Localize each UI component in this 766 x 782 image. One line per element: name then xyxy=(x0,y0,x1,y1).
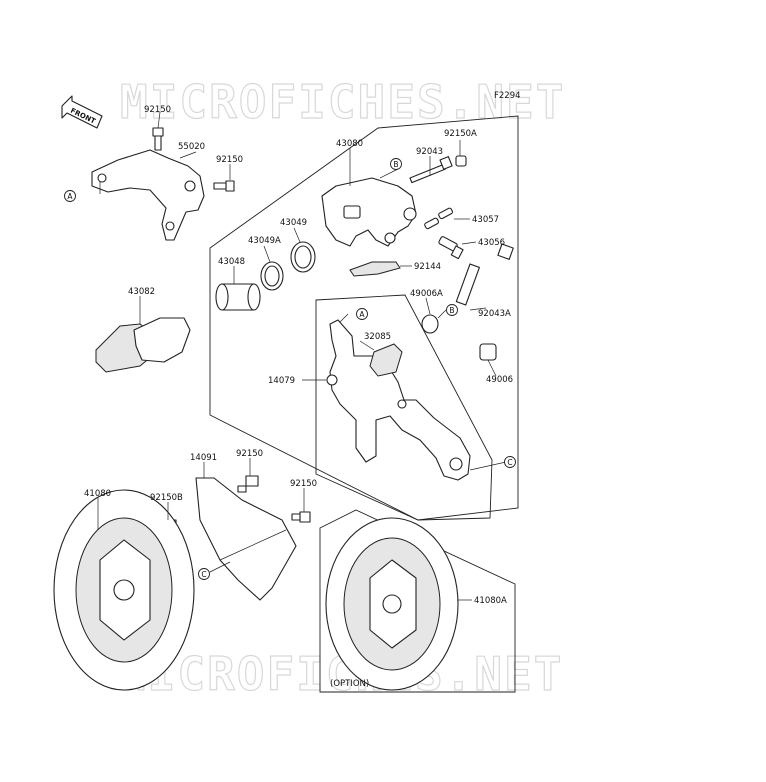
label-92150-guard2: 92150 xyxy=(290,479,317,489)
label-14079: 14079 xyxy=(268,376,295,386)
label-49006: 49006 xyxy=(486,375,513,385)
svg-text:B: B xyxy=(393,160,398,169)
bleeder-43057 xyxy=(424,207,454,230)
pin-92043 xyxy=(409,156,453,184)
label-92043: 92043 xyxy=(416,147,443,157)
label-14091: 14091 xyxy=(190,453,217,463)
label-92150a: 92150A xyxy=(444,129,477,139)
pin-92043a xyxy=(455,243,514,306)
option-box xyxy=(319,509,516,693)
callout-a-left: A xyxy=(64,190,76,202)
plug-92150a xyxy=(455,155,467,167)
label-92144: 92144 xyxy=(414,262,441,272)
bolt-92150-guard xyxy=(237,475,259,493)
svg-text:C: C xyxy=(201,570,206,579)
label-43057: 43057 xyxy=(472,215,499,225)
label-92150b: 92150B xyxy=(150,493,183,503)
boot-49006 xyxy=(479,343,497,361)
caliper-bracket-14079 xyxy=(326,319,471,481)
label-43056: 43056 xyxy=(478,238,505,248)
callout-c-guard: C xyxy=(198,568,210,580)
svg-text:B: B xyxy=(449,306,454,315)
label-43049: 43049 xyxy=(280,218,307,228)
svg-text:C: C xyxy=(507,458,512,467)
brake-disc-41080a xyxy=(325,517,459,691)
label-43048: 43048 xyxy=(218,257,245,267)
brake-pads-43082 xyxy=(95,317,191,373)
caliper-body-43080 xyxy=(321,177,417,247)
label-92150-mid: 92150 xyxy=(216,155,243,165)
label-92150-guard: 92150 xyxy=(236,449,263,459)
bolt-92150-guard2 xyxy=(291,511,311,523)
bolt-92150-mid xyxy=(213,180,235,192)
label-92043a: 92043A xyxy=(478,309,511,319)
label-92150-top: 92150 xyxy=(144,105,171,115)
callout-b-mid: B xyxy=(446,304,458,316)
label-43080: 43080 xyxy=(336,139,363,149)
caliper-assembly-box xyxy=(209,115,519,521)
front-arrow-icon: FRONT xyxy=(61,95,103,129)
boot-49006a xyxy=(421,314,439,334)
bleeder-43056 xyxy=(438,236,464,260)
label-32085: 32085 xyxy=(364,332,391,342)
label-55020: 55020 xyxy=(178,142,205,152)
bolt-92150-top xyxy=(152,127,164,151)
figure-code: F2294 xyxy=(494,91,521,101)
label-41080a: 41080A xyxy=(474,596,507,606)
watermark-top: MICROFICHES.NET xyxy=(120,75,565,129)
option-label: (OPTION) xyxy=(330,679,369,689)
callout-a-bracket: A xyxy=(356,308,368,320)
spring-92144 xyxy=(349,261,401,277)
svg-text:A: A xyxy=(359,310,365,319)
bracket-55020 xyxy=(91,149,205,241)
label-43049a: 43049A xyxy=(248,236,281,246)
leader-lines xyxy=(97,111,507,601)
callout-b-top: B xyxy=(390,158,402,170)
label-49006a: 49006A xyxy=(410,289,443,299)
piston-43048 xyxy=(215,283,261,311)
disc-guard-14091 xyxy=(195,477,297,601)
pad-spring-32085 xyxy=(369,343,403,377)
label-43082: 43082 xyxy=(128,287,155,297)
label-41080: 41080 xyxy=(84,489,111,499)
callout-c-right: C xyxy=(504,456,516,468)
svg-text:A: A xyxy=(67,192,73,201)
brake-disc-41080 xyxy=(53,489,195,691)
bracket-box xyxy=(315,294,493,521)
